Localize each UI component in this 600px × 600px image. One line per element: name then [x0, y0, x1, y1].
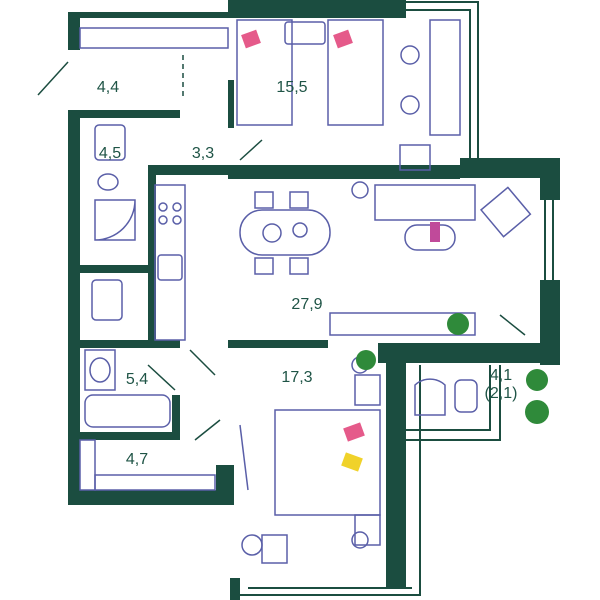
room-area-bedroom-master: 17,3 [281, 369, 313, 386]
room-area-bathroom-1: 4,5 [98, 145, 122, 162]
room-area-living-kitchen: 27,9 [291, 296, 323, 313]
room-area-corridor: 3,3 [191, 145, 215, 162]
plants [356, 313, 549, 424]
walls [68, 0, 560, 600]
room-area-wardrobe: 4,7 [125, 451, 149, 468]
furniture [79, 19, 532, 564]
room-area-hall: 4,4 [96, 79, 120, 96]
doors [37, 55, 526, 441]
windows [240, 1, 554, 596]
room-area-bedroom-kids: 15,5 [276, 79, 308, 96]
pillows [241, 29, 440, 442]
balcony-area: 4,1 (2,1) [485, 367, 518, 403]
room-area-bathroom-2: 5,4 [125, 371, 149, 388]
room-area-balcony-reduced: (2,1) [484, 385, 518, 402]
room-area-balcony: 4,1 [489, 367, 513, 384]
